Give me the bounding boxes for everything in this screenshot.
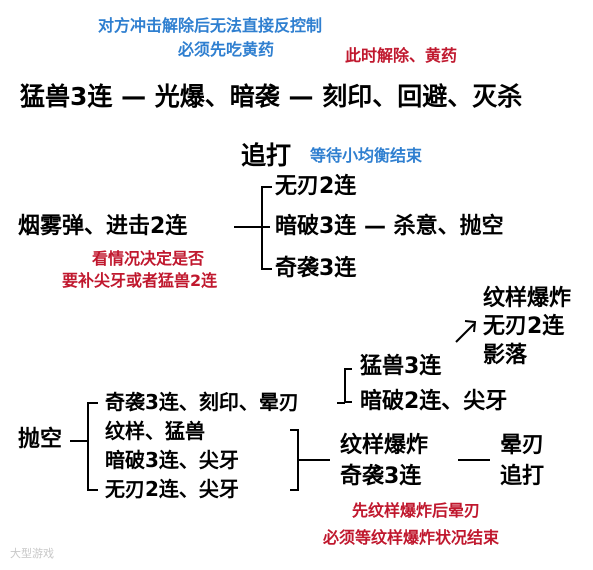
section3-option-4: 无刃2连、尖牙 [105,477,239,501]
section2-start: 烟雾弹、进击2连 [18,214,188,239]
arrow-head [464,320,477,333]
top-note-red: 此时解除、黄药 [345,46,458,65]
section3-right-top-1: 纹样爆炸 [483,286,572,311]
bracket [87,402,98,491]
bracket [290,429,299,491]
section3-end-2: 追打 [500,464,545,489]
section3-option-2: 纹样、猛兽 [105,419,205,443]
section3-red-note-2: 必须等纹样爆炸状况结束 [323,528,500,547]
section3-mid-1: 纹样爆炸 [340,433,429,458]
section3-option-1: 奇袭3连、刻印、晕刃 [105,390,299,414]
arrow-line [455,323,475,343]
section3-option-3: 暗破3连、尖牙 [105,448,239,472]
section2-red-note-1: 看情况决定是否 [92,249,205,268]
section3-red-note-1: 先纹样爆炸后晕刃 [352,501,481,520]
section3-sub-1: 猛兽3连 [360,354,442,379]
top-note-blue-1: 对方冲击解除后无法直接反控制 [98,16,323,35]
section3-right-top-3: 影落 [483,343,528,368]
section3-right-top-2: 无刃2连 [483,314,565,339]
top-note-blue-2: 必须先吃黄药 [178,40,275,59]
chase-note: 等待小均衡结束 [310,146,423,165]
chase-label: 追打 [241,141,292,170]
section3-mid-2: 奇袭3连 [340,464,422,489]
bracket [344,368,352,403]
section2-red-note-2: 要补尖牙或者猛兽2连 [62,271,218,290]
section2-branch-2: 暗破3连 — 杀意、抛空 [275,214,504,239]
section3-start: 抛空 [18,427,63,452]
section3-sub-2: 暗破2连、尖牙 [360,389,508,414]
watermark: 大型游戏 [10,547,54,560]
section3-end-1: 晕刃 [500,433,545,458]
top-combo: 猛兽3连 — 光爆、暗袭 — 刻印、回避、灭杀 [20,82,523,111]
section2-branch-1: 无刃2连 [275,174,357,199]
section2-branch-3: 奇袭3连 [275,256,357,281]
